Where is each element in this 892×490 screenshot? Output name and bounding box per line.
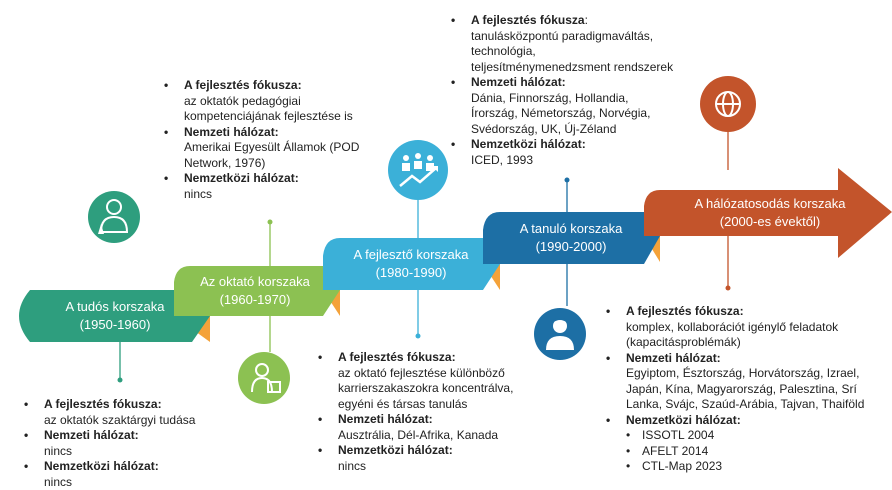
- focus-text: az oktató fejlesztése különböző karriers…: [338, 366, 518, 413]
- international-heading: Nemzetközi hálózat:: [471, 137, 676, 153]
- national-text: nincs: [44, 444, 264, 460]
- focus-text: tanulásközpontú paradigmaváltás, technol…: [471, 29, 676, 76]
- era-details-2: A fejlesztés fókusza: az oktatók pedagóg…: [184, 78, 374, 202]
- national-heading: Nemzeti hálózat:: [44, 428, 264, 444]
- list-item: AFELT 2014: [642, 444, 866, 460]
- connector-dot-era4-up: [565, 178, 570, 183]
- national-heading: Nemzeti hálózat:: [471, 75, 676, 91]
- focus-heading-text: A fejlesztés fókusza: [471, 13, 585, 27]
- era-period-5: (2000-es évektől): [680, 213, 860, 231]
- international-heading: Nemzetközi hálózat:: [44, 459, 264, 475]
- focus-text: az oktatók pedagógiai kompetenciájának f…: [184, 94, 374, 125]
- connector-dot-era1: [118, 378, 123, 383]
- era-title-4: A tanuló korszaka: [496, 220, 646, 238]
- connector-dot-era3: [416, 334, 421, 339]
- era-label-4: A tanuló korszaka (1990-2000): [496, 220, 646, 256]
- era-title-1: A tudós korszaka: [40, 298, 190, 316]
- national-heading: Nemzeti hálózat:: [184, 125, 374, 141]
- national-heading: Nemzeti hálózat:: [338, 412, 518, 428]
- focus-text: az oktatók szaktárgyi tudása: [44, 413, 264, 429]
- international-text: nincs: [338, 459, 518, 475]
- international-text: nincs: [184, 187, 374, 203]
- national-text: Ausztrália, Dél-Afrika, Kanada: [338, 428, 518, 444]
- era-label-5: A hálózatosodás korszaka (2000-es évektő…: [680, 195, 860, 231]
- focus-heading-colon: :: [585, 13, 588, 27]
- era-details-5: A fejlesztés fókusza: komplex, kollaborá…: [626, 304, 866, 475]
- focus-text: komplex, kollaborációt igénylő feladatok…: [626, 320, 866, 351]
- era-period-1: (1950-1960): [40, 316, 190, 334]
- era-period-2: (1960-1970): [186, 291, 324, 309]
- era-period-4: (1990-2000): [496, 238, 646, 256]
- international-heading: Nemzetközi hálózat:: [626, 413, 866, 429]
- era-details-1: A fejlesztés fókusza: az oktatók szaktár…: [44, 397, 264, 490]
- focus-heading: A fejlesztés fókusza:: [44, 397, 264, 413]
- era-label-3: A fejlesztő korszaka (1980-1990): [336, 246, 486, 282]
- list-item: ISSOTL 2004: [642, 428, 866, 444]
- international-text: nincs: [44, 475, 264, 490]
- national-text: Dánia, Finnország, Hollandia, Írország, …: [471, 91, 676, 138]
- student-icon: [534, 308, 586, 360]
- connector-dot-era5: [726, 286, 731, 291]
- national-text: Egyiptom, Észtország, Horvátország, Izra…: [626, 366, 866, 413]
- focus-heading: A fejlesztés fókusza:: [184, 78, 374, 94]
- connector-dot-era2-up: [268, 220, 273, 225]
- growth-people-icon: [388, 140, 448, 200]
- era-details-3: A fejlesztés fókusza: az oktató fejleszt…: [338, 350, 518, 474]
- scientist-icon: [88, 191, 140, 243]
- focus-heading: A fejlesztés fókusza:: [338, 350, 518, 366]
- national-heading: Nemzeti hálózat:: [626, 351, 866, 367]
- international-heading: Nemzetközi hálózat:: [338, 443, 518, 459]
- globe-icon: [700, 76, 756, 132]
- era-label-2: Az oktató korszaka (1960-1970): [186, 273, 324, 309]
- era-title-3: A fejlesztő korszaka: [336, 246, 486, 264]
- national-text: Amerikai Egyesült Államok (POD Network, …: [184, 140, 374, 171]
- list-item: CTL-Map 2023: [642, 459, 866, 475]
- international-text: ICED, 1993: [471, 153, 676, 169]
- era-title-5: A hálózatosodás korszaka: [680, 195, 860, 213]
- focus-heading: A fejlesztés fókusza:: [471, 13, 676, 29]
- focus-heading: A fejlesztés fókusza:: [626, 304, 866, 320]
- era-title-2: Az oktató korszaka: [186, 273, 324, 291]
- international-heading: Nemzetközi hálózat:: [184, 171, 374, 187]
- era-details-4: A fejlesztés fókusza: tanulásközpontú pa…: [471, 13, 676, 168]
- era-label-1: A tudós korszaka (1950-1960): [40, 298, 190, 334]
- international-list: ISSOTL 2004 AFELT 2014 CTL-Map 2023: [626, 428, 866, 475]
- era-period-3: (1980-1990): [336, 264, 486, 282]
